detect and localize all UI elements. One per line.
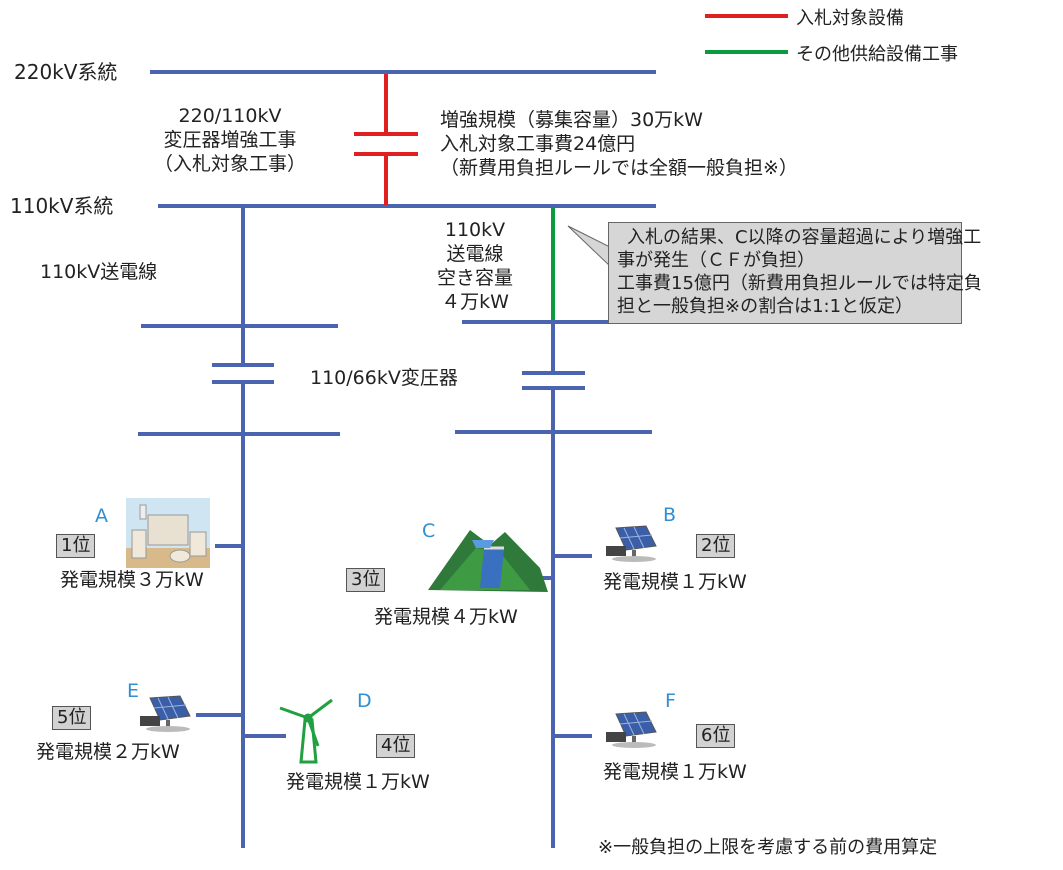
- footnote: ※一般負担の上限を考慮する前の費用算定: [598, 837, 938, 858]
- generator-b-letter: B: [663, 504, 677, 526]
- wind-turbine-icon: [279, 698, 333, 764]
- generator-f-letter: F: [665, 690, 676, 712]
- generator-e-rank: 5位: [52, 706, 92, 730]
- solar-panel-icon-b: [605, 525, 657, 563]
- callout-box: 入札の結果、C以降の容量超過により増強工 事が発生（ＣＦが負担） 工事費15億円…: [608, 222, 982, 324]
- generator-b-rank: 2位: [696, 534, 736, 558]
- capacity-label: 110kV 送電線 空き容量 ４万kW: [436, 219, 513, 313]
- generator-d-rank: 4位: [376, 734, 416, 758]
- generator-f-scale: 発電規模１万kW: [603, 761, 747, 783]
- legend-bidding-label: 入札対象設備: [796, 8, 904, 29]
- solar-panel-icon-f: [605, 711, 657, 749]
- transformer-upgrade-label: 220/110kV 変圧器増強工事 （入札対象工事）: [153, 105, 306, 175]
- system-110kv-label: 110kV系統: [10, 194, 114, 218]
- generator-e-scale: 発電規模２万kW: [36, 741, 180, 763]
- generator-c-letter: C: [422, 520, 436, 542]
- factory-icon: [126, 498, 210, 568]
- generator-b-scale: 発電規模１万kW: [603, 571, 747, 593]
- bidding-transformer: [354, 74, 418, 205]
- generator-c-rank: 3位: [346, 568, 386, 592]
- generator-a-letter: A: [95, 505, 108, 527]
- left-feeder: [138, 208, 340, 848]
- generator-d-letter: D: [357, 690, 372, 712]
- right-feeder: [455, 320, 652, 848]
- hydro-dam-icon: [428, 530, 548, 592]
- system-220kv-label: 220kV系統: [14, 60, 118, 84]
- generator-e-letter: E: [127, 680, 140, 702]
- transformer-66kv-label: 110/66kV変圧器: [310, 367, 458, 389]
- upgrade-info: 増強規模（募集容量）30万kW 入札対象工事費24億円 （新費用負担ルールでは全…: [440, 109, 798, 179]
- generator-d-scale: 発電規模１万kW: [286, 771, 430, 793]
- generator-f-rank: 6位: [696, 724, 736, 748]
- legend-other-label: その他供給設備工事: [796, 44, 958, 65]
- generator-a-scale: 発電規模３万kW: [60, 569, 204, 591]
- generator-c-scale: 発電規模４万kW: [374, 606, 518, 628]
- callout-pointer: [567, 225, 613, 270]
- generator-a-rank: 1位: [56, 534, 96, 558]
- line-110kv-label: 110kV送電線: [40, 261, 158, 283]
- solar-panel-icon-e: [139, 695, 191, 733]
